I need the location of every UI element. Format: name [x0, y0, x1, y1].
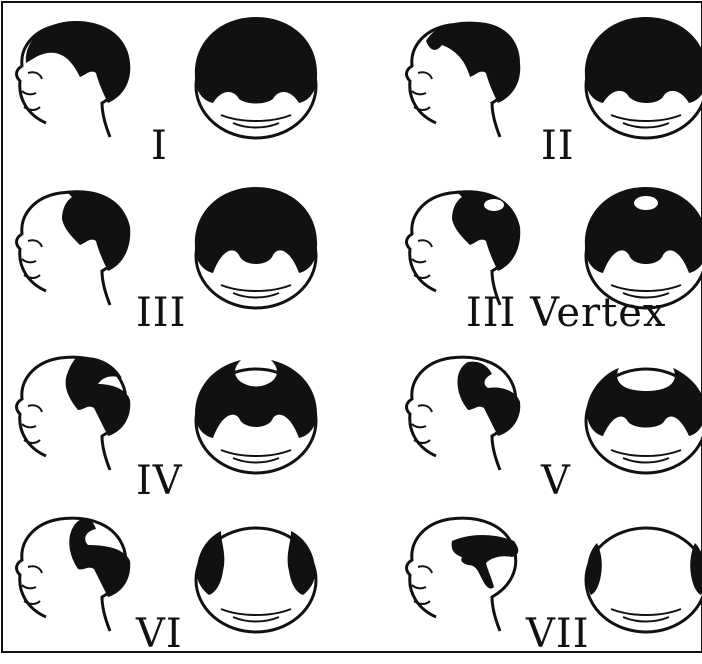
- stage-3-panel: III: [1, 171, 352, 334]
- stage-4-panel: IV: [1, 336, 352, 499]
- stage-6-top-head: [181, 505, 331, 635]
- stage-1-top-head: [181, 11, 331, 141]
- stage-1-label: I: [151, 126, 168, 166]
- stage-7-label: VII: [526, 614, 590, 654]
- stage-5-label: V: [541, 461, 571, 501]
- stage-7-panel: VII: [391, 501, 702, 664]
- stage-2-side-head: [396, 11, 556, 141]
- stage-6-label: VI: [136, 614, 183, 654]
- stage-4-label: IV: [136, 461, 183, 501]
- stage-3-vertex-label: III Vertex: [466, 293, 666, 333]
- stage-3-label: III: [136, 293, 186, 333]
- stage-5-top-head: [571, 346, 702, 476]
- stage-2-label: II: [541, 126, 575, 166]
- stage-3-vertex-panel: III Vertex: [391, 171, 702, 334]
- stage-3-top-head: [181, 181, 331, 311]
- stage-4-side-head: [6, 344, 166, 474]
- stage-5-panel: V: [391, 336, 702, 499]
- stage-4-top-head: [181, 346, 331, 476]
- stage-1-panel: I: [1, 1, 352, 164]
- stage-2-top-head: [571, 11, 702, 141]
- stage-6-panel: VI: [1, 501, 352, 664]
- stage-1-side-head: [6, 11, 166, 141]
- stage-7-top-head: [571, 505, 702, 635]
- stage-2-panel: II: [391, 1, 702, 164]
- stage-5-side-head: [396, 344, 556, 474]
